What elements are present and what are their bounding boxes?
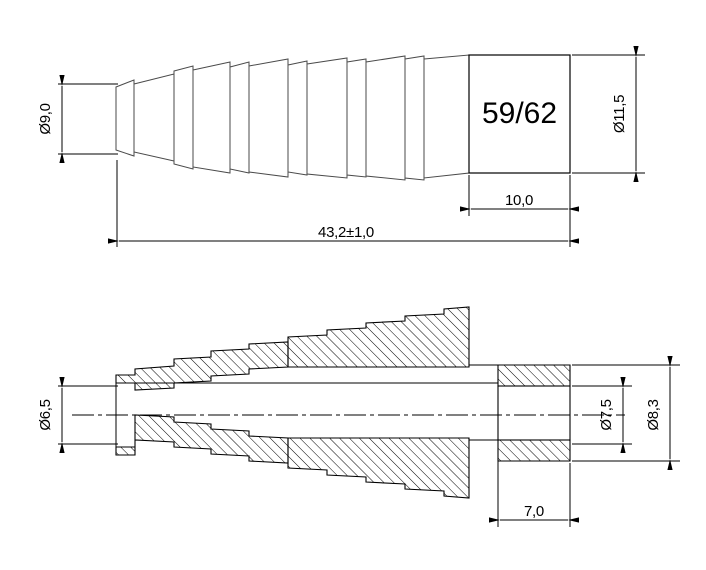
dim-text-d75: Ø7,5 (598, 399, 615, 430)
barb-3 (229, 61, 250, 174)
body-block (468, 54, 571, 174)
section-lower-wall (115, 414, 289, 464)
section-lower-wall-2 (287, 437, 470, 499)
dim-text-d9: Ø9,0 (37, 103, 54, 134)
elevation-view: 59/62 Ø9,0 Ø11,5 10,0 43,2±1,0 (37, 46, 645, 247)
block-label-text: 59/62 (482, 97, 557, 130)
barb-6 (404, 55, 425, 181)
section-body-wall-lower (469, 439, 571, 462)
dim-text-d65: Ø6,5 (37, 399, 54, 430)
dim-text-length: 43,2±1,0 (318, 224, 374, 241)
barb-1 (115, 79, 135, 157)
dim-text-d115: Ø11,5 (611, 95, 628, 133)
taper-4 (306, 57, 348, 179)
dim-text-d83: Ø8,3 (645, 399, 662, 430)
taper-1 (133, 73, 175, 162)
dim-text-10: 10,0 (505, 192, 533, 209)
section-view: Ø6,5 Ø7,5 Ø8,3 7,0 (37, 306, 680, 527)
taper-6 (423, 54, 470, 179)
barb-2 (173, 65, 194, 170)
counterbore-cavity (497, 385, 571, 441)
barb-4 (287, 60, 308, 176)
dim-text-7: 7,0 (524, 503, 544, 520)
taper-5 (365, 55, 406, 181)
barb-5 (346, 58, 367, 178)
taper-3 (248, 58, 289, 178)
taper-2 (192, 61, 231, 174)
section-upper-wall-2 (287, 306, 470, 368)
